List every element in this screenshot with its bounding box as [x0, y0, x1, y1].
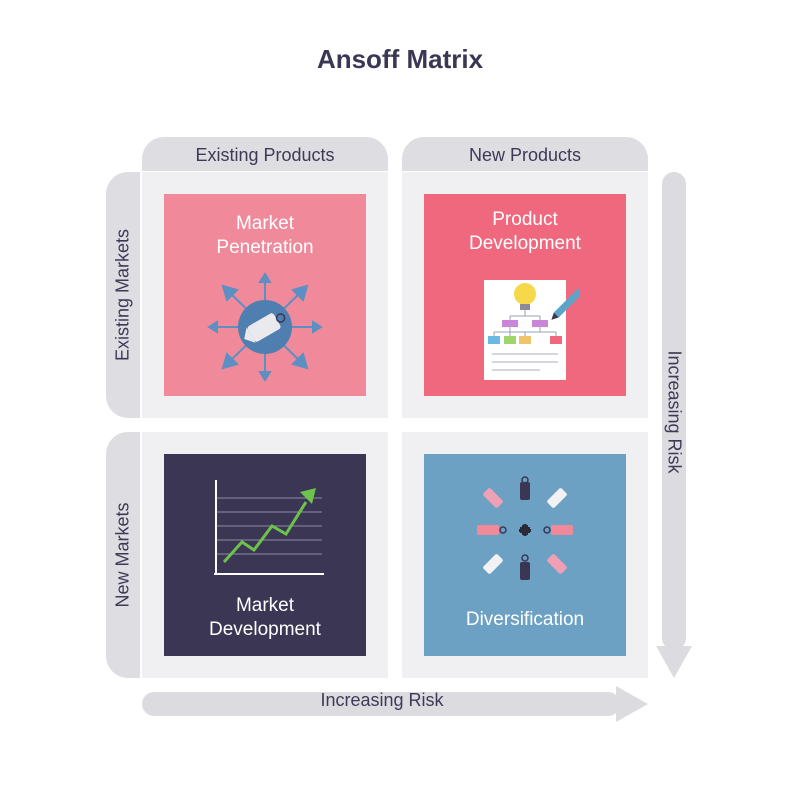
- quadrant-label: Product Development: [424, 208, 626, 256]
- row-header-existing-markets: Existing Markets: [106, 172, 140, 418]
- growth-chart-icon: [214, 480, 324, 575]
- quadrant-card: Market Development: [164, 454, 366, 656]
- quadrant-label: Diversification: [424, 608, 626, 632]
- quadrant-label-line: Development: [469, 233, 581, 254]
- column-header-existing-products: Existing Products: [142, 137, 388, 171]
- quadrant-market-penetration: Market Penetration: [142, 172, 388, 418]
- diagram-title: Ansoff Matrix: [316, 44, 484, 74]
- quadrant-label-line: Development: [209, 619, 321, 640]
- quadrant-label-line: Market: [235, 213, 295, 234]
- row-header-new-markets: New Markets: [106, 432, 140, 678]
- column-header-new-products: New Products: [402, 137, 648, 171]
- quadrant-market-development: Market Development: [142, 432, 388, 678]
- quadrant-diversification: Diversification: [402, 432, 648, 678]
- row-header-label: New Markets: [112, 502, 133, 608]
- quadrant-label-line: Product: [492, 209, 558, 230]
- lightbulb-flowchart-icon: [484, 280, 580, 380]
- vertical-axis-label-wrap: Increasing Risk: [656, 172, 692, 652]
- vertical-axis-label: Increasing Risk: [664, 350, 685, 474]
- quadrant-product-development: Product Development: [402, 172, 648, 418]
- horizontal-axis-label: Increasing Risk: [320, 690, 444, 710]
- quadrant-label-line: Market: [235, 595, 295, 616]
- horizontal-risk-arrow: [142, 686, 648, 722]
- quadrant-label-line: Penetration: [216, 237, 314, 258]
- price-tag-expansion-icon: [207, 272, 323, 382]
- quadrant-card: Market Penetration: [164, 194, 366, 396]
- row-header-label: Existing Markets: [112, 228, 133, 362]
- quadrant-label-line: Diversification: [465, 609, 585, 630]
- multiple-tags-plus-icon: [477, 476, 573, 580]
- quadrant-card: Diversification: [424, 454, 626, 656]
- quadrant-label: Market Development: [164, 594, 366, 642]
- quadrant-label: Market Penetration: [164, 212, 366, 260]
- quadrant-card: Product Development: [424, 194, 626, 396]
- vertical-risk-arrow: [656, 172, 692, 678]
